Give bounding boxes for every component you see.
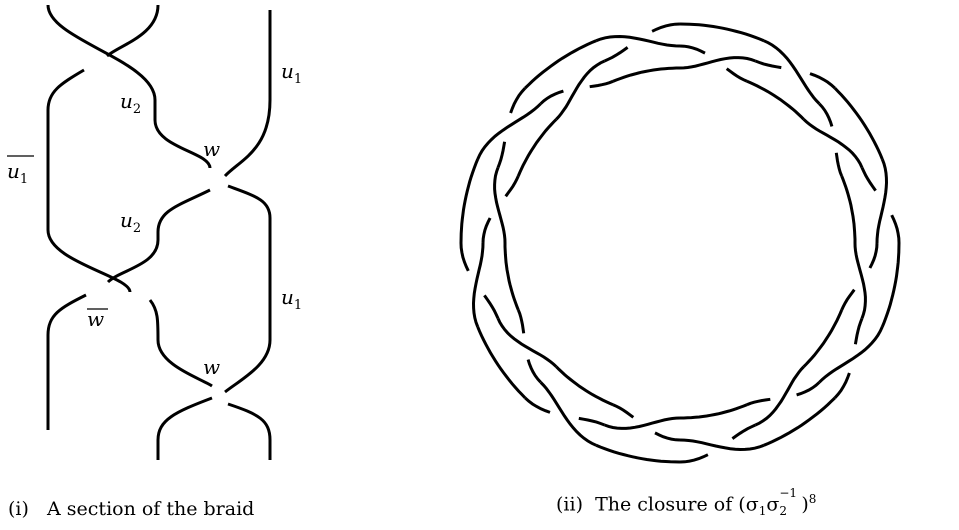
- caption-ii-exp: 8: [808, 492, 817, 506]
- closure-strand-segment: [818, 326, 884, 384]
- braid-labels: u1 u2 w u1 u2 u1 w w: [7, 59, 302, 379]
- closure-strand-segment: [654, 431, 681, 442]
- closure-strand-segment: [589, 79, 614, 89]
- closure-strand-segment: [833, 87, 884, 160]
- closure-strand-segment: [725, 67, 748, 83]
- closure-strand-segment: [555, 365, 614, 407]
- closure-strand-segment: [524, 396, 551, 414]
- braid-strand: [148, 299, 213, 388]
- closure-strand-segment: [481, 217, 492, 244]
- caption-ii-number: (ii): [556, 493, 583, 516]
- closure-strand-segment: [516, 309, 526, 334]
- label-u1-bar: u1: [7, 159, 28, 187]
- closure-strand-segment: [880, 242, 901, 328]
- closure-strand-segment: [555, 59, 606, 121]
- closure-strand-segment: [476, 102, 542, 160]
- closure-strand-segment: [754, 365, 805, 427]
- braid-strand: [224, 184, 272, 394]
- label-w-b: w: [203, 355, 220, 379]
- closure-strand-segment: [680, 403, 748, 420]
- braid-strand: [223, 10, 272, 178]
- label-w-bar: w: [87, 307, 104, 331]
- closure-strand-segment: [483, 294, 500, 320]
- closure-strand-segment: [840, 288, 856, 311]
- braid-closure-knot: [459, 22, 901, 464]
- closure-strand-segment: [496, 141, 507, 169]
- closure-strand-segment: [679, 438, 765, 452]
- closure-strand-segment: [604, 416, 681, 430]
- closure-strand-segment: [746, 79, 805, 121]
- closure-strand-segment: [890, 214, 901, 244]
- braid-section: [46, 4, 272, 460]
- closure-strand-segment: [731, 423, 757, 440]
- label-w-a: w: [203, 137, 220, 161]
- closure-strand-segment: [476, 326, 527, 399]
- caption-i-number: (i): [8, 498, 29, 520]
- caption-i-text: A section of the braid: [47, 498, 255, 520]
- caption-ii-mid: σ: [766, 493, 780, 516]
- closure-strand-segment: [679, 44, 706, 55]
- caption-ii-prefix: The closure of (σ: [595, 493, 759, 516]
- caption-ii-sup2: −1: [779, 486, 798, 501]
- label-u1-top: u1: [281, 59, 302, 87]
- braid-strand: [46, 4, 212, 169]
- closure-strand-segment: [503, 243, 520, 311]
- closure-strand-segment: [809, 72, 836, 90]
- closure-strand-segment: [459, 158, 480, 244]
- closure-strand-segment: [802, 118, 864, 169]
- closure-strand-segment: [679, 56, 756, 70]
- closure-strand-segment: [833, 372, 851, 399]
- closure-strand-segment: [459, 242, 470, 272]
- caption-i: (i) A section of the braid: [8, 498, 254, 520]
- closure-strand-segment: [746, 397, 771, 407]
- closure-strand-segment: [860, 166, 877, 192]
- closure-strand-segment: [578, 416, 606, 427]
- closure-strand-segment: [840, 175, 857, 243]
- closure-strand-segment: [763, 39, 821, 105]
- closure-strand-segment: [763, 396, 836, 447]
- closure-strand-segment: [539, 89, 564, 105]
- braid-strand: [106, 4, 160, 58]
- closure-strand-segment: [471, 242, 485, 328]
- closure-strand-segment: [796, 381, 821, 397]
- braid-strand: [46, 293, 87, 430]
- closure-strand-segment: [651, 22, 681, 33]
- caption-ii-sub2: 2: [779, 504, 787, 519]
- caption-ii-close: ): [801, 493, 809, 516]
- closure-strand-segment: [875, 158, 889, 244]
- closure-strand-segment: [754, 59, 782, 70]
- label-u2-b: u2: [120, 208, 141, 236]
- closure-strand-segment: [612, 403, 635, 419]
- braid-strand: [227, 402, 272, 460]
- braid-strand: [156, 396, 213, 460]
- closure-strand-segment: [526, 359, 542, 384]
- closure-strand-segment: [679, 453, 709, 464]
- closure-strand-segment: [595, 34, 681, 48]
- closure-strand-segment: [539, 381, 597, 447]
- closure-strand-segment: [868, 242, 879, 269]
- closure-strand-segment: [853, 242, 867, 319]
- closure-strand-segment: [853, 317, 864, 345]
- caption-ii: (ii) The closure of (σ1σ−1 2)8: [556, 486, 817, 519]
- closure-strand-segment: [834, 152, 844, 177]
- closure-strand-segment: [516, 118, 558, 177]
- closure-strand-segment: [493, 167, 507, 244]
- label-u1-bottom: u1: [281, 285, 302, 313]
- braid-strand: [106, 188, 211, 284]
- closure-strand-segment: [612, 66, 680, 83]
- closure-strand-segment: [496, 317, 558, 368]
- label-u2-a: u2: [120, 89, 141, 117]
- closure-strand-segment: [524, 39, 597, 90]
- braid-strand: [46, 68, 132, 293]
- closure-strand-segment: [509, 87, 527, 114]
- closure-strand-segment: [595, 443, 681, 464]
- closure-strand-segment: [679, 22, 765, 43]
- caption-ii-sub1: 1: [758, 504, 767, 519]
- closure-strand-segment: [802, 309, 844, 368]
- closure-strand-segment: [818, 102, 834, 127]
- closure-strand-segment: [504, 175, 520, 198]
- closure-strand-segment: [603, 46, 629, 63]
